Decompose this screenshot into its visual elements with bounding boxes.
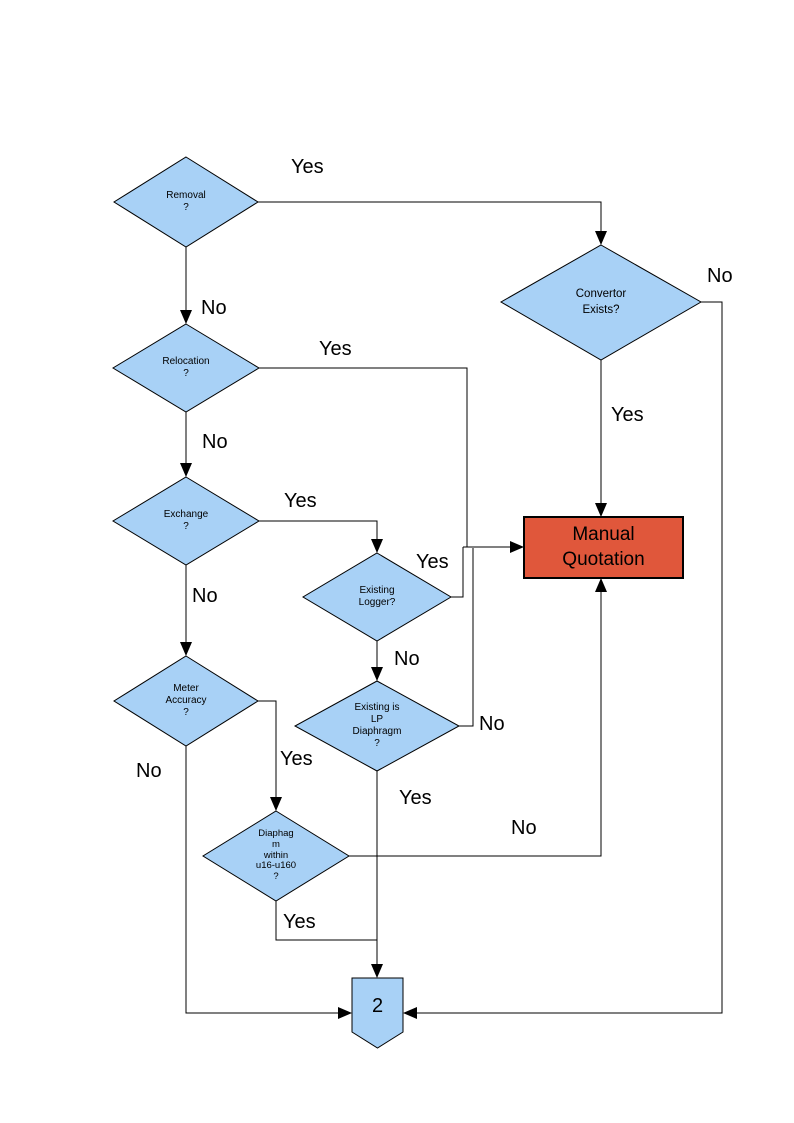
node-exchange-shape	[112, 476, 260, 566]
edge-logger-yes	[451, 547, 464, 598]
edge-diaphragm-no	[349, 578, 607, 857]
edge-meter-yes	[258, 700, 282, 811]
edge-convertor-no	[403, 301, 723, 1019]
node-relocation-shape	[112, 323, 260, 413]
node-diaphragm-range-shape	[202, 810, 350, 902]
node-meter-accuracy-shape	[113, 655, 259, 747]
node-removal-shape	[113, 156, 259, 248]
node-convertor-exists-shape	[499, 244, 703, 361]
node-offpage-connector-shape	[351, 977, 404, 1049]
edge-removal-yes	[258, 201, 607, 245]
edge-meter-no	[185, 746, 352, 1019]
edge-exchange-yes	[259, 520, 383, 553]
decision-nodes	[112, 156, 703, 902]
edge-lp-no	[459, 548, 474, 727]
edge-relocation-yes	[259, 367, 468, 547]
node-existing-logger-shape	[302, 552, 452, 642]
edge-diaphragm-yes	[275, 901, 377, 941]
node-manual-quotation-shape	[523, 516, 684, 579]
edge-lines	[180, 201, 723, 1019]
node-existing-lp-diaphragm-shape	[293, 680, 461, 772]
